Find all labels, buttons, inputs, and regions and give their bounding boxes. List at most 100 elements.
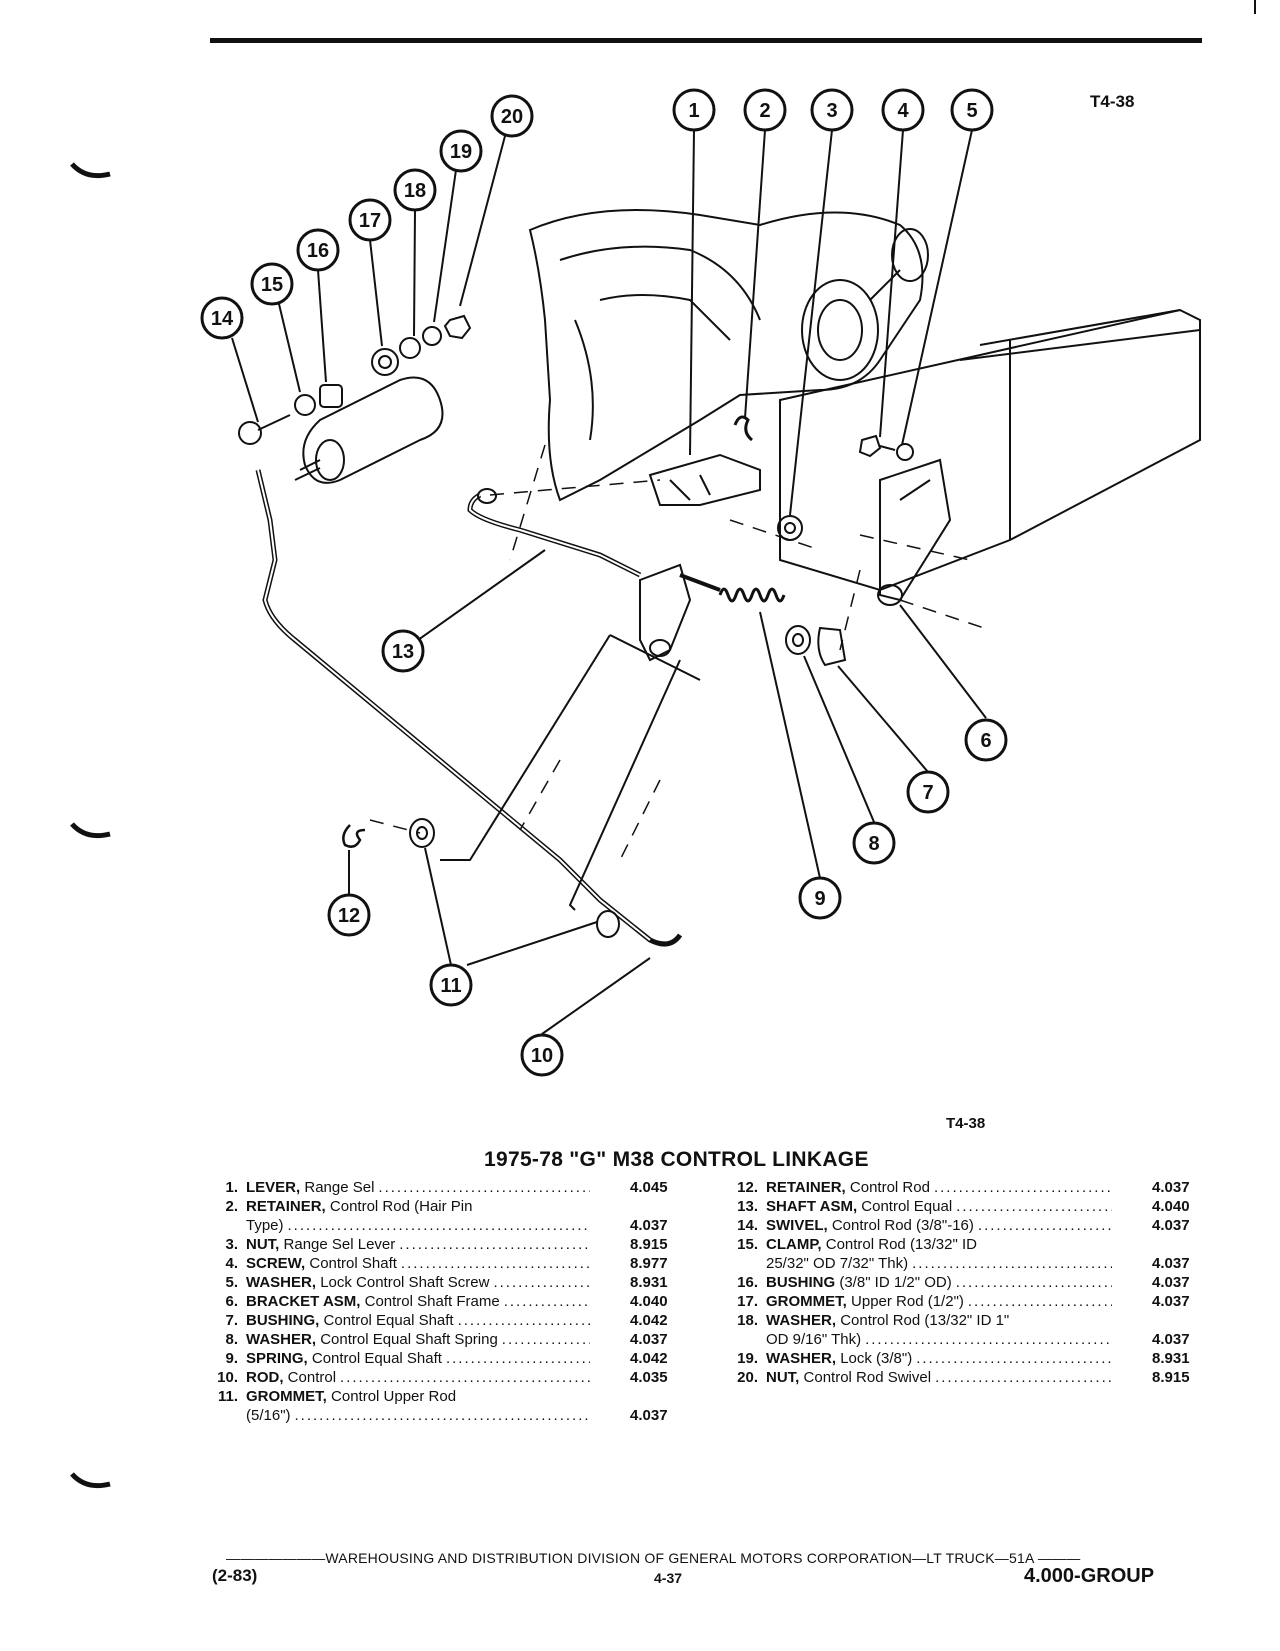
leader-dots: ........................................… (340, 1369, 590, 1386)
part-number: 10. (217, 1369, 238, 1386)
leader-dots: ........................................… (956, 1198, 1112, 1215)
part-group-number: 8.915 (630, 1236, 668, 1253)
part-group-number: 4.037 (1152, 1179, 1190, 1196)
part-entry: 3.NUT, Range Sel Lever..................… (212, 1235, 682, 1254)
part-entry: 12.RETAINER, Control Rod................… (732, 1178, 1204, 1197)
part-entry: 7.BUSHING, Control Equal Shaft..........… (212, 1311, 682, 1330)
svg-text:5: 5 (966, 100, 977, 122)
part-group-number: 4.037 (630, 1407, 668, 1424)
part-number: 17. (737, 1293, 758, 1310)
part-name: LEVER, (246, 1179, 301, 1196)
part-group-number: 8.977 (630, 1255, 668, 1272)
part-group-number: 4.037 (1152, 1274, 1190, 1291)
part-number: 11. (217, 1388, 238, 1405)
part-description: Control Equal Shaft Spring (320, 1331, 498, 1348)
part-number: 14. (737, 1217, 758, 1234)
part-group-number: 4.037 (1152, 1217, 1190, 1234)
part-name: BRACKET ASM, (246, 1293, 361, 1310)
part-description: Range Sel Lever (283, 1236, 396, 1253)
leader-dots: ........................................… (977, 1217, 1112, 1234)
part-name: WASHER, (246, 1331, 317, 1348)
part-entry: 14.SWIVEL, Control Rod (3/8"-16)........… (732, 1216, 1204, 1235)
callout-20: 20 (490, 94, 534, 138)
callout-15: 15 (250, 262, 294, 306)
callout-13: 13 (381, 629, 425, 673)
part-description: Control Rod (849, 1179, 930, 1196)
part-group-number: 4.040 (630, 1293, 668, 1310)
svg-text:16: 16 (307, 240, 329, 262)
part-description: Control Upper Rod (331, 1388, 457, 1405)
parts-list-right: 12.RETAINER, Control Rod................… (732, 1178, 1204, 1387)
part-description: Control Equal Shaft (323, 1312, 454, 1329)
spring (718, 587, 786, 603)
part-group-number: 4.037 (630, 1217, 668, 1234)
top-rule (210, 38, 1202, 43)
section-title: 1975-78 "G" M38 CONTROL LINKAGE (484, 1148, 869, 1171)
callout-17: 17 (348, 198, 392, 242)
part-number: 18. (737, 1312, 758, 1329)
part-entry: 1.LEVER, Range Sel......................… (212, 1178, 682, 1197)
part-description: Control Equal Shaft (311, 1350, 442, 1367)
part-description-continued: Type) (246, 1217, 284, 1234)
leader-dots: ........................................… (935, 1369, 1112, 1386)
part-description-continued: (5/16") (246, 1407, 291, 1424)
svg-text:6: 6 (980, 730, 991, 752)
footer-page-number: 4-37 (654, 1570, 683, 1586)
footer-division-text: WAREHOUSING AND DISTRIBUTION DIVISION OF… (325, 1550, 1034, 1566)
part-entry: 6.BRACKET ASM, Control Shaft Frame......… (212, 1292, 682, 1311)
svg-text:17: 17 (359, 210, 381, 232)
part-description: Control Rod (13/32" ID 1" (840, 1312, 1010, 1329)
part-entry: 20.NUT, Control Rod Swivel..............… (732, 1368, 1204, 1387)
corner-mark (1254, 0, 1256, 14)
svg-text:3: 3 (826, 100, 837, 122)
leader-dots: ........................................… (865, 1331, 1112, 1348)
callout-1: 1 (672, 88, 716, 132)
leader-dots: ........................................… (933, 1179, 1112, 1196)
leader-dots: ........................................… (457, 1312, 590, 1329)
control-rod (255, 469, 683, 947)
part-number: 15. (737, 1236, 758, 1253)
callout-19: 19 (439, 129, 483, 173)
part-group-number: 4.037 (1152, 1331, 1190, 1348)
callout-3: 3 (810, 88, 854, 132)
leader-dots: ........................................… (445, 1350, 590, 1367)
svg-text:8: 8 (868, 833, 879, 855)
callout-9: 9 (798, 876, 842, 920)
part-group-number: 4.042 (630, 1312, 668, 1329)
part-number: 19. (737, 1350, 758, 1367)
svg-text:15: 15 (261, 274, 283, 296)
part-description: Control Rod (3/8"-16) (831, 1217, 974, 1234)
part-name: WASHER, (246, 1274, 317, 1291)
control-linkage-diagram: 1 2 3 4 5 6 7 8 9 10 11 12 13 14 15 16 1… (200, 88, 1201, 1077)
part-entry: 17.GROMMET, Upper Rod (1/2")............… (732, 1292, 1204, 1311)
part-entry: 11.GROMMET, Control Upper Rod(5/16")....… (212, 1387, 682, 1425)
bracket-asm (879, 458, 952, 602)
part-number: 7. (225, 1312, 238, 1329)
part-name: WASHER, (766, 1312, 837, 1329)
leader-dots: ........................................… (493, 1274, 590, 1291)
parts-list-left: 1.LEVER, Range Sel......................… (212, 1178, 682, 1425)
part-number: 3. (225, 1236, 238, 1253)
footer-division: ———————WAREHOUSING AND DISTRIBUTION DIVI… (226, 1550, 1081, 1566)
part-name: NUT, (766, 1369, 800, 1386)
part-name: SHAFT ASM, (766, 1198, 858, 1215)
part-entry: 19.WASHER, Lock (3/8")..................… (732, 1349, 1204, 1368)
binder-mark-bottom (70, 1472, 111, 1489)
callout-8: 8 (852, 821, 896, 865)
part-name: RETAINER, (246, 1198, 326, 1215)
part-name: GROMMET, (766, 1293, 847, 1310)
callout-7: 7 (906, 770, 950, 814)
svg-text:11: 11 (440, 975, 461, 997)
callout-5: 5 (950, 88, 994, 132)
part-name: BUSHING (766, 1274, 836, 1291)
callout-16: 16 (296, 228, 340, 272)
svg-text:10: 10 (531, 1045, 553, 1067)
control-equal-cylinder (302, 376, 444, 484)
part-description: Range Sel (304, 1179, 375, 1196)
part-name: SCREW, (246, 1255, 306, 1272)
part-name: WASHER, (766, 1350, 837, 1367)
part-description: (3/8" ID 1/2" OD) (839, 1274, 952, 1291)
part-group-number: 4.042 (630, 1350, 668, 1367)
part-number: 20. (737, 1369, 758, 1386)
